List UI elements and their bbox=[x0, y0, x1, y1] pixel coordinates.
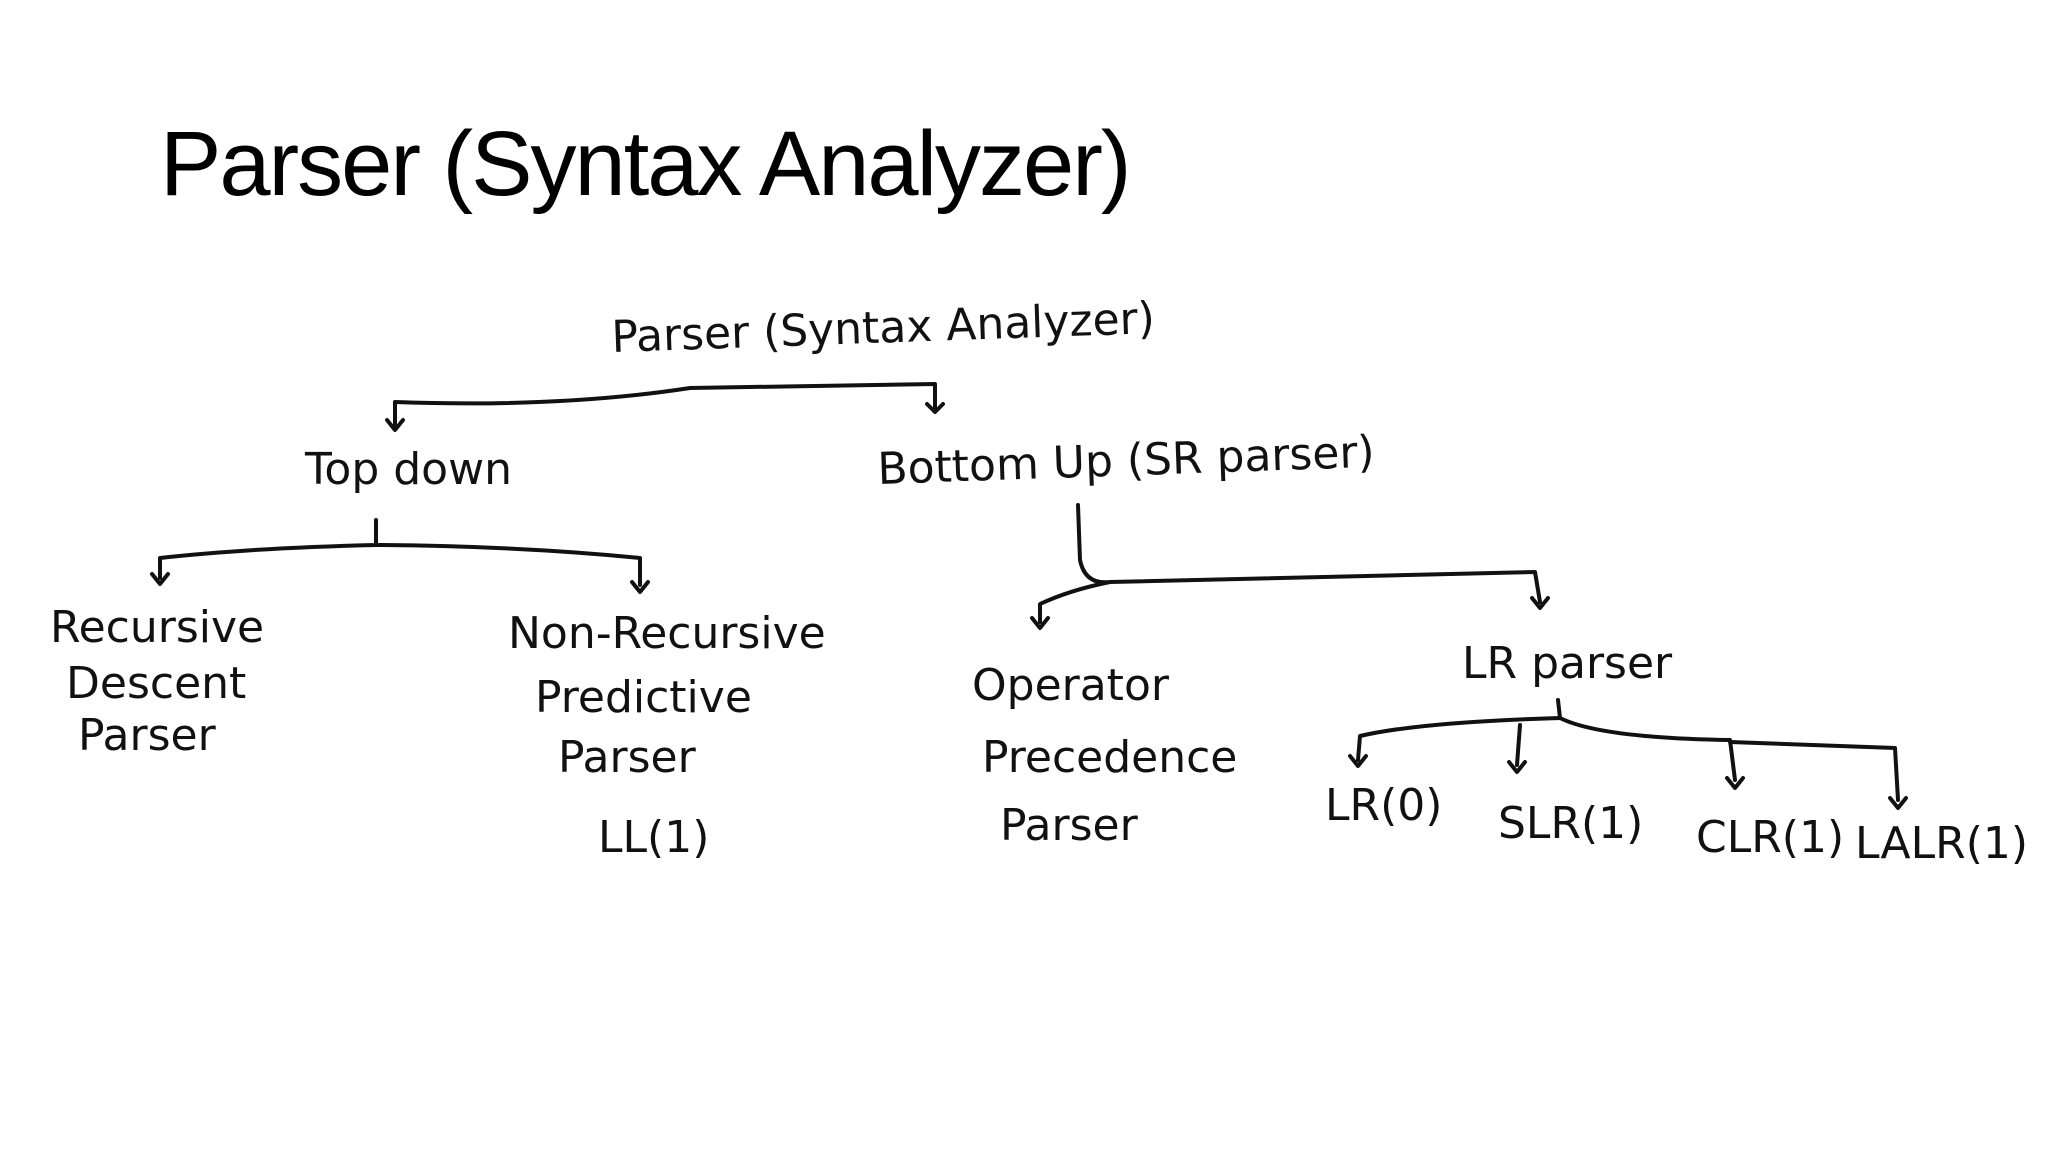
arrow-to-top-down bbox=[385, 418, 405, 432]
arrow-to-operator-precedence bbox=[1030, 616, 1050, 630]
arrow-to-slr1 bbox=[1507, 760, 1527, 774]
top-down-label: Top down bbox=[304, 444, 512, 495]
recursive-descent-line-3: Parser bbox=[78, 710, 217, 761]
operator-precedence-line-2: Precedence bbox=[982, 732, 1237, 783]
slr1-label: SLR(1) bbox=[1498, 798, 1643, 849]
non-recursive-line-2: Predictive bbox=[535, 672, 752, 723]
arrow-to-lalr1 bbox=[1888, 796, 1908, 810]
operator-precedence-line-3: Parser bbox=[1000, 800, 1139, 851]
lr-parser-label: LR parser bbox=[1462, 638, 1673, 689]
arrow-to-bottom-up bbox=[925, 402, 945, 414]
operator-precedence-line-1: Operator bbox=[972, 660, 1170, 711]
recursive-descent-line-2: Descent bbox=[66, 658, 246, 709]
recursive-descent-line-1: Recursive bbox=[50, 602, 264, 653]
bottom-up-label: Bottom Up (SR parser) bbox=[877, 427, 1376, 495]
lr0-label: LR(0) bbox=[1325, 780, 1442, 831]
root-node-label: Parser (Syntax Analyzer) bbox=[611, 293, 1156, 363]
top-down-connector bbox=[158, 518, 642, 587]
arrow-to-clr1 bbox=[1725, 776, 1745, 790]
clr1-label: CLR(1) bbox=[1696, 812, 1844, 863]
slide-title: Parser (Syntax Analyzer) bbox=[160, 113, 1131, 215]
bottom-up-connector bbox=[1038, 503, 1542, 624]
lalr1-label: LALR(1) bbox=[1855, 818, 2028, 869]
arrow-to-lr0 bbox=[1348, 754, 1368, 768]
arrow-to-lr-parser bbox=[1530, 596, 1550, 610]
non-recursive-line-3: Parser bbox=[558, 732, 697, 783]
lr-parser-connector bbox=[1356, 698, 1900, 802]
root-connector bbox=[393, 382, 937, 427]
arrow-to-recursive-descent bbox=[150, 572, 170, 586]
non-recursive-line-1: Non-Recursive bbox=[508, 608, 826, 659]
non-recursive-line-4: LL(1) bbox=[598, 812, 709, 863]
arrow-to-non-recursive bbox=[630, 580, 650, 594]
